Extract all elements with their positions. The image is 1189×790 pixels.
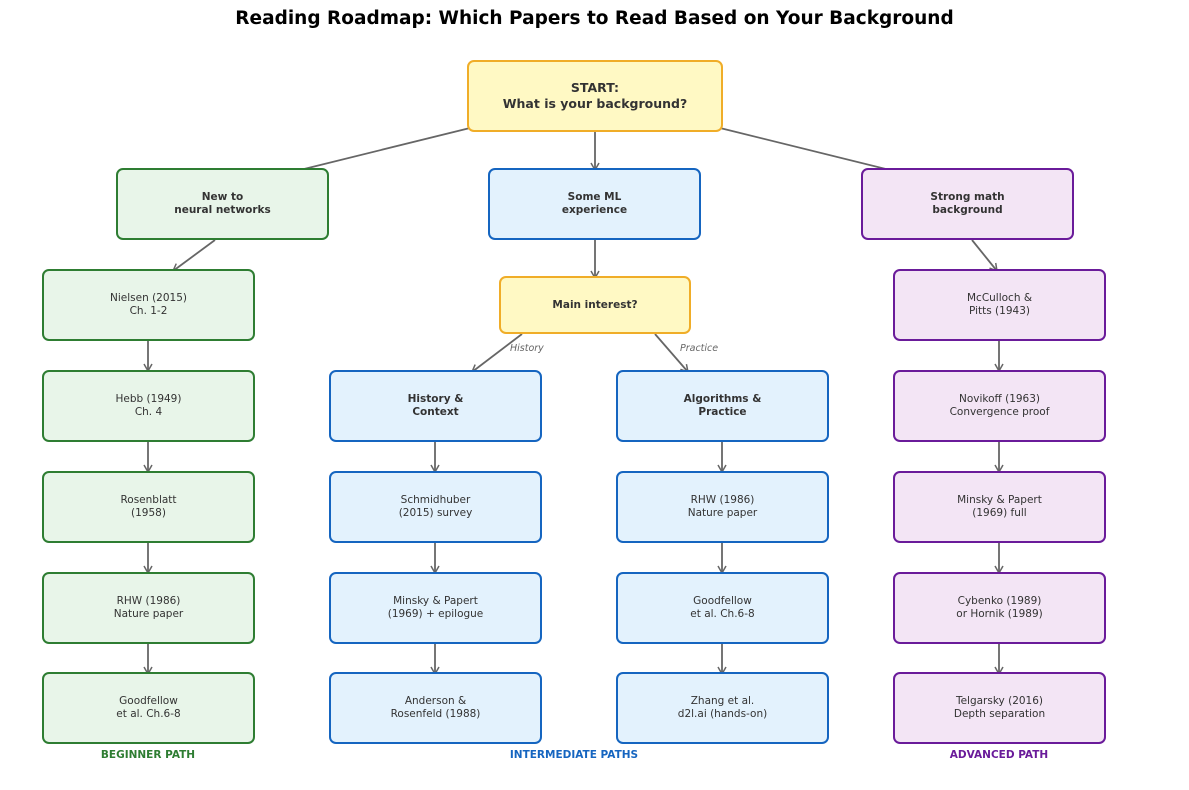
start-node: START: What is your background? xyxy=(467,60,723,132)
edge-math-mcculloch xyxy=(971,239,998,273)
zhang-node: Zhang et al. d2l.ai (hands-on) xyxy=(616,672,829,744)
rosenblatt-node: Rosenblatt (1958) xyxy=(42,471,255,543)
edge-label-history: History xyxy=(510,343,544,354)
edge-interest-practice xyxy=(654,333,689,374)
algorithms-practice-node: Algorithms & Practice xyxy=(616,370,829,442)
cybenko-node: Cybenko (1989) or Hornik (1989) xyxy=(893,572,1106,644)
intermediate-paths-label: INTERMEDIATE PATHS xyxy=(509,749,639,761)
anderson-node: Anderson & Rosenfeld (1988) xyxy=(329,672,542,744)
nielsen-node: Nielsen (2015) Ch. 1-2 xyxy=(42,269,255,341)
edge-start-math xyxy=(719,127,891,171)
main-interest-node: Main interest? xyxy=(499,276,691,334)
some-ml-experience-node: Some ML experience xyxy=(488,168,701,240)
edge-interest-history xyxy=(470,333,523,373)
minsky-full-node: Minsky & Papert (1969) full xyxy=(893,471,1106,543)
strong-math-background-node: Strong math background xyxy=(861,168,1074,240)
edge-start-new xyxy=(299,127,471,171)
novikoff-node: Novikoff (1963) Convergence proof xyxy=(893,370,1106,442)
diagram-title: Reading Roadmap: Which Papers to Read Ba… xyxy=(235,8,954,29)
mcculloch-node: McCulloch & Pitts (1943) xyxy=(893,269,1106,341)
new-to-neural-networks-node: New to neural networks xyxy=(116,168,329,240)
advanced-path-label: ADVANCED PATH xyxy=(949,749,1049,761)
history-context-node: History & Context xyxy=(329,370,542,442)
goodfellow-beginner-node: Goodfellow et al. Ch.6-8 xyxy=(42,672,255,744)
rhw-practice-node: RHW (1986) Nature paper xyxy=(616,471,829,543)
edge-label-practice: Practice xyxy=(680,343,719,354)
hebb-node: Hebb (1949) Ch. 4 xyxy=(42,370,255,442)
minsky-epilogue-node: Minsky & Papert (1969) + epilogue xyxy=(329,572,542,644)
schmidhuber-node: Schmidhuber (2015) survey xyxy=(329,471,542,543)
edge-new-nielsen xyxy=(171,239,216,272)
goodfellow-practice-node: Goodfellow et al. Ch.6-8 xyxy=(616,572,829,644)
rhw-beginner-node: RHW (1986) Nature paper xyxy=(42,572,255,644)
beginner-path-label: BEGINNER PATH xyxy=(100,749,196,761)
telgarsky-node: Telgarsky (2016) Depth separation xyxy=(893,672,1106,744)
